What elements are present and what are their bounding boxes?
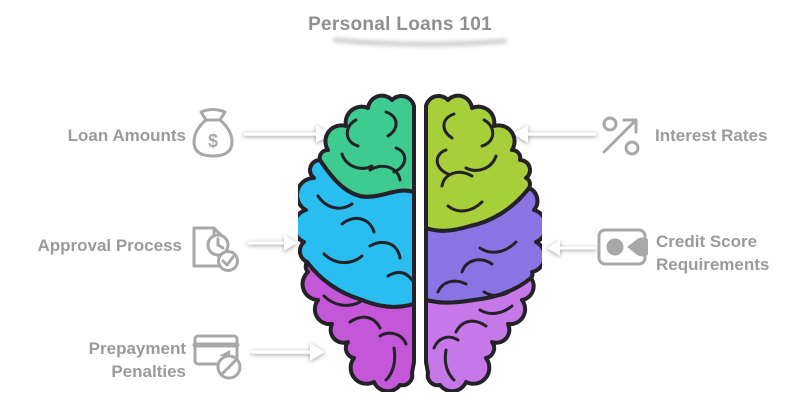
card-blocked-icon — [192, 334, 242, 380]
brain-gyri-right — [432, 112, 518, 382]
svg-text:$: $ — [208, 131, 218, 151]
arrow-left-credit-icon — [547, 240, 597, 256]
brain-region-left-top — [317, 93, 416, 199]
brain-illustration — [298, 93, 542, 392]
brain-right-hemisphere — [424, 93, 542, 392]
label-prepayment-line1: Prepayment — [88, 339, 186, 358]
brain-left-hemisphere — [298, 93, 416, 392]
money-bag-icon: $ — [192, 108, 234, 158]
label-credit-score-requirements: Credit Score Requirements — [656, 230, 796, 276]
label-credit-line1: Credit Score — [656, 232, 758, 251]
arrow-left-interest-icon — [513, 125, 597, 143]
arrow-right-loan-amounts-icon — [243, 125, 332, 143]
arrow-right-prepayment-icon — [251, 343, 325, 361]
label-approval-process: Approval Process — [37, 236, 182, 255]
brain-region-left-bottom — [300, 260, 416, 392]
credit-card-score-icon — [597, 228, 648, 266]
brain-region-right-top — [424, 93, 533, 233]
label-credit-line2: Requirements — [656, 255, 770, 274]
brain-region-right-bottom — [424, 276, 536, 392]
arrow-right-approval-icon — [247, 235, 297, 251]
document-clock-check-icon — [192, 226, 239, 272]
brain-gyri-left — [316, 110, 414, 382]
label-loan-amounts: Loan Amounts — [67, 126, 186, 145]
label-interest-rates: Interest Rates — [655, 126, 768, 145]
label-prepayment-line2: Penalties — [111, 362, 186, 381]
label-prepayment-penalties: Prepayment Penalties — [60, 337, 186, 383]
title-underline-decoration — [333, 38, 507, 47]
page-title: Personal Loans 101 — [308, 14, 492, 35]
percent-trend-icon — [602, 116, 640, 156]
